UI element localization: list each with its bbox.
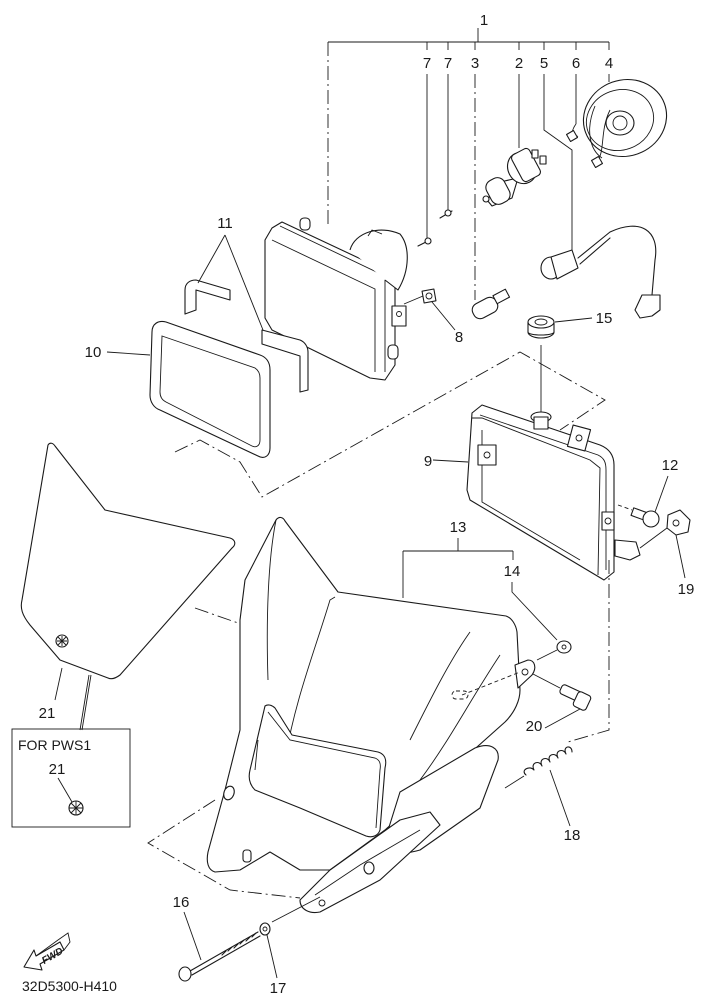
callout-10: 10 xyxy=(85,344,102,361)
part-5-socket-cord xyxy=(540,225,661,319)
callout-21: 21 xyxy=(39,705,56,722)
callout-8: 8 xyxy=(455,329,463,346)
callout-11: 11 xyxy=(217,215,233,232)
callout-18: 18 xyxy=(564,827,581,844)
callout-1: 1 xyxy=(480,12,488,29)
assembly-bracket-13 xyxy=(402,538,514,598)
part-9-headlight-bracket xyxy=(432,404,641,581)
part-14-washer xyxy=(511,582,572,661)
note-box-part-ref: 21 xyxy=(49,761,66,778)
part-11-dampers xyxy=(184,234,309,393)
part-19-clip-nut xyxy=(639,509,691,579)
forward-direction-arrow: FWD xyxy=(23,932,71,971)
callout-19: 19 xyxy=(678,581,695,598)
callout-17: 17 xyxy=(270,980,287,997)
part-21-side-panel xyxy=(20,442,331,731)
drawing-code: 32D5300-H410 xyxy=(22,978,117,994)
part-15-grommet xyxy=(527,315,593,414)
part-4-bulb-cover xyxy=(582,78,668,159)
part-12-bolt xyxy=(617,475,669,528)
callout-14: 14 xyxy=(504,563,521,580)
part-13-headlight-cowl xyxy=(206,516,536,914)
callout-12: 12 xyxy=(662,457,679,474)
variant-note-box: FOR PWS1 21 xyxy=(11,728,131,828)
part-20-bolt xyxy=(532,673,592,729)
callout-9: 9 xyxy=(424,453,432,470)
note-box-title: FOR PWS1 xyxy=(18,737,91,753)
part-10-seal-frame xyxy=(106,320,271,458)
callout-6: 6 xyxy=(572,55,580,72)
callout-7a: 7 xyxy=(423,55,431,72)
part-2-headlight-bulb xyxy=(482,147,547,207)
callout-4: 4 xyxy=(605,55,613,72)
callout-20: 20 xyxy=(526,718,543,735)
part-6-connector xyxy=(565,109,611,169)
callout-16: 16 xyxy=(173,894,190,911)
part-17-washer xyxy=(259,922,278,979)
part-16-long-screw xyxy=(178,896,321,982)
callout-2: 2 xyxy=(515,55,523,72)
part-7-screws xyxy=(417,209,453,247)
part-3-aux-bulb xyxy=(471,288,511,320)
part-18-spring xyxy=(504,746,573,827)
callout-15: 15 xyxy=(596,310,613,327)
callout-7b: 7 xyxy=(444,55,452,72)
callout-5: 5 xyxy=(540,55,548,72)
callout-3: 3 xyxy=(471,55,479,72)
part-1-headlight-unit xyxy=(264,217,408,381)
callout-13: 13 xyxy=(450,519,467,536)
assembly-bracket-1 xyxy=(327,28,610,225)
fwd-label: FWD xyxy=(40,946,65,967)
part-8-nut xyxy=(403,288,456,331)
